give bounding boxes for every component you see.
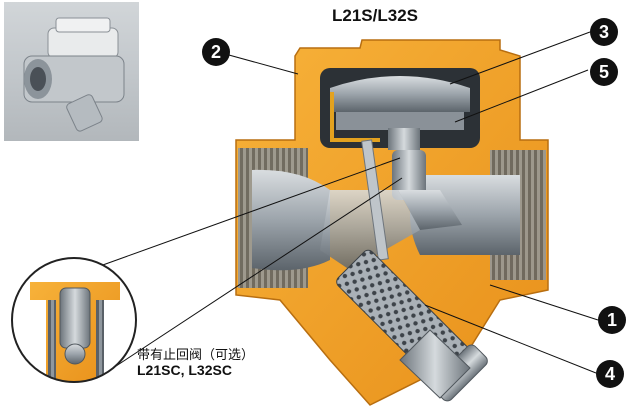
product-photo [4, 2, 139, 141]
check-valve-note: 带有止回阀（可选） [137, 347, 255, 362]
check-valve-inset [11, 257, 137, 383]
callout-4: 4 [596, 360, 624, 388]
leader-lines [99, 31, 599, 374]
check-valve-models: L21SC, L32SC [137, 362, 232, 378]
callout-1: 1 [598, 306, 626, 334]
callout-2: 2 [202, 38, 230, 66]
product-title: L21S/L32S [332, 6, 418, 25]
valve-cutaway [235, 39, 549, 406]
callout-3: 3 [590, 18, 618, 46]
callout-5: 5 [590, 58, 618, 86]
